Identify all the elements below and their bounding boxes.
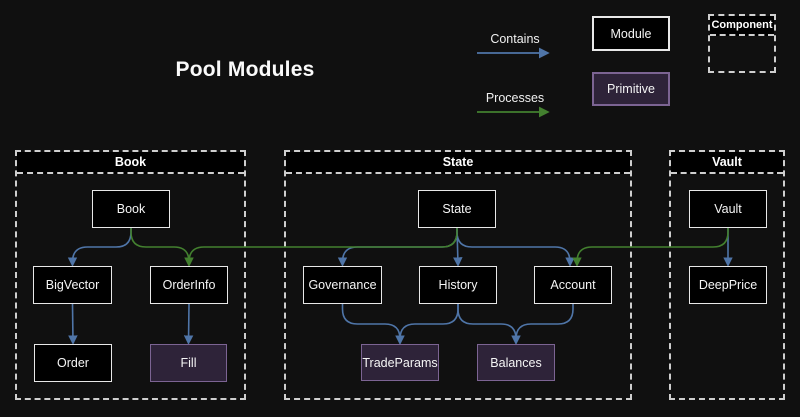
- node-orderinfo: OrderInfo: [150, 266, 228, 304]
- node-deepprice-label: DeepPrice: [698, 278, 758, 292]
- group-book: Book: [15, 150, 246, 400]
- legend-contains-label: Contains: [490, 32, 540, 46]
- node-governance-label: Governance: [308, 278, 377, 292]
- node-fill-label: Fill: [180, 356, 197, 370]
- group-vault: Vault: [669, 150, 785, 400]
- node-bigvector-label: BigVector: [45, 278, 100, 292]
- node-book-label: Book: [116, 202, 146, 216]
- edge-state-orderinfo: [184, 228, 458, 267]
- node-history: History: [419, 266, 497, 304]
- edge-governance-tradeparams: [341, 304, 405, 345]
- node-account: Account: [534, 266, 612, 304]
- node-state-label: State: [442, 202, 472, 216]
- legend-component-label: Component: [710, 16, 774, 36]
- node-balances-label: Balances: [490, 355, 542, 370]
- node-deepprice: DeepPrice: [689, 266, 767, 304]
- node-state: State: [418, 190, 496, 228]
- node-balances: Balances: [477, 344, 555, 381]
- legend-primitive-label: Primitive: [607, 82, 655, 96]
- group-book-title: Book: [17, 152, 244, 174]
- node-vault: Vault: [689, 190, 767, 228]
- node-tradeparams-label: TradeParams: [362, 355, 438, 370]
- edge-history-balances: [457, 304, 521, 345]
- node-order-label: Order: [57, 356, 89, 370]
- edge-vault-account: [572, 228, 729, 267]
- node-fill: Fill: [150, 344, 227, 382]
- group-state-title: State: [286, 152, 630, 174]
- node-governance: Governance: [303, 266, 382, 304]
- node-bigvector: BigVector: [33, 266, 112, 304]
- node-order: Order: [34, 344, 112, 382]
- group-vault-title: Vault: [671, 152, 783, 174]
- legend-primitive-box: Primitive: [592, 72, 670, 106]
- node-history-label: History: [438, 278, 478, 292]
- node-book: Book: [92, 190, 170, 228]
- node-orderinfo-label: OrderInfo: [162, 278, 216, 292]
- node-account-label: Account: [550, 278, 596, 292]
- edge-history-tradeparams: [395, 304, 459, 345]
- legend-component-box: Component: [708, 14, 776, 73]
- edge-book-orderinfo: [130, 228, 194, 267]
- edge-book-bigvector: [67, 228, 132, 267]
- page-title: Pool Modules: [175, 58, 315, 81]
- node-vault-label: Vault: [714, 202, 742, 216]
- edge-state-account: [456, 228, 575, 267]
- edge-orderinfo-fill: [183, 303, 194, 345]
- node-tradeparams: TradeParams: [361, 344, 439, 381]
- group-state: State: [284, 150, 632, 400]
- legend-module-box: Module: [592, 16, 670, 51]
- edge-account-balances: [511, 304, 574, 345]
- legend-processes-label: Processes: [485, 91, 545, 105]
- legend-module-label: Module: [610, 26, 652, 41]
- edge-bigvector-order: [68, 303, 78, 345]
